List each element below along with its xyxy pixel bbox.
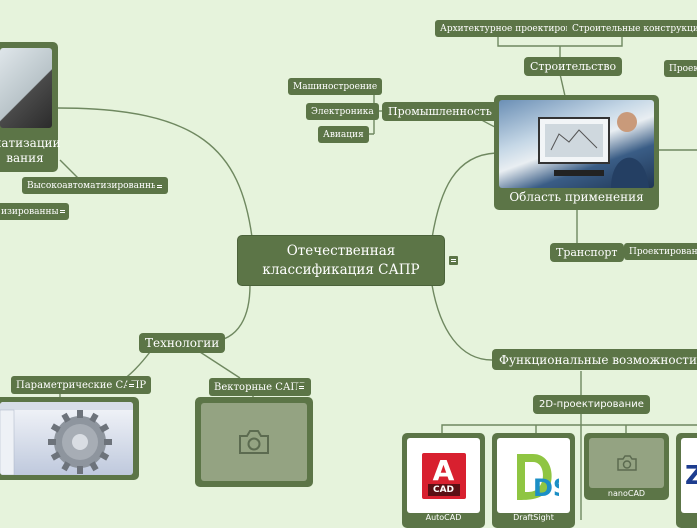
architectural-design-node[interactable]: Архитектурное проектирование (435, 20, 599, 37)
central-topic[interactable]: Отечественная классификация САПР (237, 235, 445, 286)
note-icon[interactable] (297, 383, 306, 392)
construction-node[interactable]: Строительство (524, 57, 623, 76)
zwcad-logo-icon: Z (685, 460, 697, 491)
transport-design-node[interactable]: Проектирование тр (624, 243, 697, 260)
zwcad-card[interactable]: Z (676, 433, 697, 528)
automation-card: матизации вания (0, 42, 61, 172)
parametric-cad-node[interactable]: Параметрические САПР (11, 376, 152, 394)
mechanical-engineering-node[interactable]: Машиностроение (288, 78, 383, 95)
engineer-photo (499, 100, 654, 188)
autocad-logo-icon: A CAD (421, 452, 466, 499)
technologies-node[interactable]: Технологии (139, 333, 226, 353)
parametric-cad-card[interactable] (0, 397, 139, 480)
note-icon[interactable] (155, 182, 164, 191)
gear-icon (0, 402, 133, 475)
draftsight-label: DraftSight (513, 513, 554, 522)
electronics-node[interactable]: Электроника (306, 103, 379, 120)
industry-node[interactable]: Промышленность (382, 102, 498, 121)
note-icon[interactable] (127, 381, 136, 390)
draftsight-logo-icon: DS (516, 453, 559, 502)
nanocad-image-placeholder (589, 438, 664, 488)
design-right-node[interactable]: Проекти (664, 60, 697, 77)
workstation-illustration (538, 112, 649, 188)
high-automated-node[interactable]: Высокоавтоматизированные (22, 177, 169, 194)
transport-node[interactable]: Транспорт (550, 243, 624, 262)
functional-capabilities-node[interactable]: Функциональные возможности (492, 349, 697, 370)
vector-image-placeholder (201, 403, 307, 481)
camera-icon (239, 430, 269, 454)
central-topic-line2: классификация САПР (262, 261, 420, 278)
draftsight-card[interactable]: DS DraftSight (492, 433, 575, 528)
nanocad-card[interactable]: nanoCAD (584, 433, 669, 500)
gear-model-image (0, 402, 133, 475)
building-structures-node[interactable]: Строительные конструкции (567, 20, 697, 37)
camera-icon (616, 455, 637, 471)
note-icon[interactable] (58, 207, 67, 216)
svg-text:DS: DS (533, 474, 559, 502)
automated-node[interactable]: изированные (0, 203, 70, 220)
automation-card-line1: матизации (0, 136, 61, 150)
aviation-node[interactable]: Авиация (318, 126, 369, 143)
vector-cad-node[interactable]: Векторные САПР (209, 378, 311, 396)
application-area-label: Область применения (509, 190, 644, 204)
autocad-label: AutoCAD (425, 513, 462, 522)
application-area-card[interactable]: Область применения (494, 95, 659, 210)
nanocad-label: nanoCAD (607, 489, 646, 498)
note-icon[interactable] (449, 256, 458, 265)
autocad-card[interactable]: A CAD AutoCAD (402, 433, 485, 528)
2d-design-node[interactable]: 2D-проектирование (533, 395, 650, 414)
central-topic-line1: Отечественная (286, 242, 396, 259)
vector-cad-card[interactable] (195, 397, 313, 487)
automation-card-line2: вания (6, 151, 44, 165)
automation-photo (0, 48, 52, 128)
